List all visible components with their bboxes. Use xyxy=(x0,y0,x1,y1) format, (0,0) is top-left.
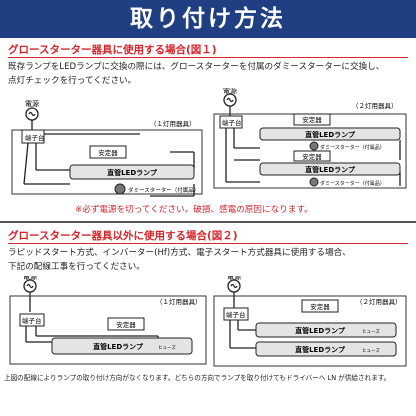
diagram-glow-double: 電源 端子台 （２灯用器具） 安定器 直管LEDランプ ダミースターター（付属品… xyxy=(213,88,407,189)
fixture-label: （１灯用器具） xyxy=(150,119,196,128)
power-label: 電源 xyxy=(223,88,237,95)
section2-body: ラピッドスタート方式、インバーター(Hf)方式、電子スタート方式器具に使用する場… xyxy=(8,246,408,274)
section-divider xyxy=(0,221,416,223)
starter2-label: ダミースターター（付属品） xyxy=(320,180,385,187)
starter-label: ダミースターター（付属品） xyxy=(128,186,199,194)
section2-body-line2: 下記の配線工事を行ってください。 xyxy=(8,262,145,272)
diagram-glow-single: 電源 端子台 （１灯用器具） 安定器 直管LEDランプ ダミースターター（付属品… xyxy=(11,100,203,197)
section1-body-line1: 既存ランプをLEDランプに交換の際には、グロースターターを付属のダミースターター… xyxy=(8,62,385,72)
fuse2-label: ヒューズ xyxy=(362,347,380,354)
lamp2-label: 直管LEDランプ xyxy=(295,345,346,354)
ballast2-label: 安定器 xyxy=(302,152,322,161)
lamp-label: 直管LEDランプ xyxy=(107,168,158,177)
ballast-label: 安定器 xyxy=(116,320,136,329)
footer-note: 上図の配線によりランプの取り付け方向がなくなります。どちらの方向でランプを取り付… xyxy=(4,374,391,382)
fixture-label: （１灯用器具） xyxy=(156,297,202,306)
section1-rule xyxy=(8,57,408,58)
power-label: 電源 xyxy=(25,100,39,108)
terminal-label: 端子台 xyxy=(22,316,42,325)
terminal-label: 端子台 xyxy=(222,118,242,127)
ballast1-label: 安定器 xyxy=(302,115,322,124)
lamp2-label: 直管LEDランプ xyxy=(305,165,356,174)
starter1-label: ダミースターター（付属品） xyxy=(320,144,385,151)
fuse1-label: ヒューズ xyxy=(362,328,380,335)
terminal-label: 端子台 xyxy=(226,310,246,319)
section1-body-line2: 点灯チェックを行ってください。 xyxy=(8,76,137,86)
power-label: 電源 xyxy=(23,276,37,281)
fixture-label: （２灯用器具） xyxy=(352,101,398,110)
safety-note: ※必ず電源を切ってください。破損、感電の原因になります。 xyxy=(75,205,313,215)
section1-body: 既存ランプをLEDランプに交換の際には、グロースターターを付属のダミースターター… xyxy=(8,60,408,88)
section2-rule xyxy=(8,243,408,244)
section2-body-line1: ラピッドスタート方式、インバーター(Hf)方式、電子スタート方式器具に使用する場… xyxy=(8,248,351,258)
lamp-label: 直管LEDランプ xyxy=(93,342,144,351)
diagram-rapid-double: 電源 端子台 （２灯用器具） 安定器 直管LEDランプ ヒューズ 直管LEDラン… xyxy=(213,276,407,367)
power-label: 電源 xyxy=(227,276,241,281)
lamp1-label: 直管LEDランプ xyxy=(305,130,356,139)
terminal-label: 端子台 xyxy=(25,133,45,142)
fixture-label: （２灯用器具） xyxy=(356,297,402,306)
ballast-label: 安定器 xyxy=(98,148,118,157)
lamp1-label: 直管LEDランプ xyxy=(295,326,346,335)
fuse-label: ヒューズ xyxy=(158,344,176,351)
ballast-label: 安定器 xyxy=(310,302,330,311)
page-title: 取り付け方法 xyxy=(0,0,416,38)
section1-title: グロースターター器具に使用する場合(図１) xyxy=(8,44,217,56)
diagram-rapid-single: 電源 端子台 （１灯用器具） 安定器 直管LEDランプ ヒューズ xyxy=(9,276,207,365)
section2-title: グロースターター器具以外に使用する場合(図２) xyxy=(8,230,238,242)
